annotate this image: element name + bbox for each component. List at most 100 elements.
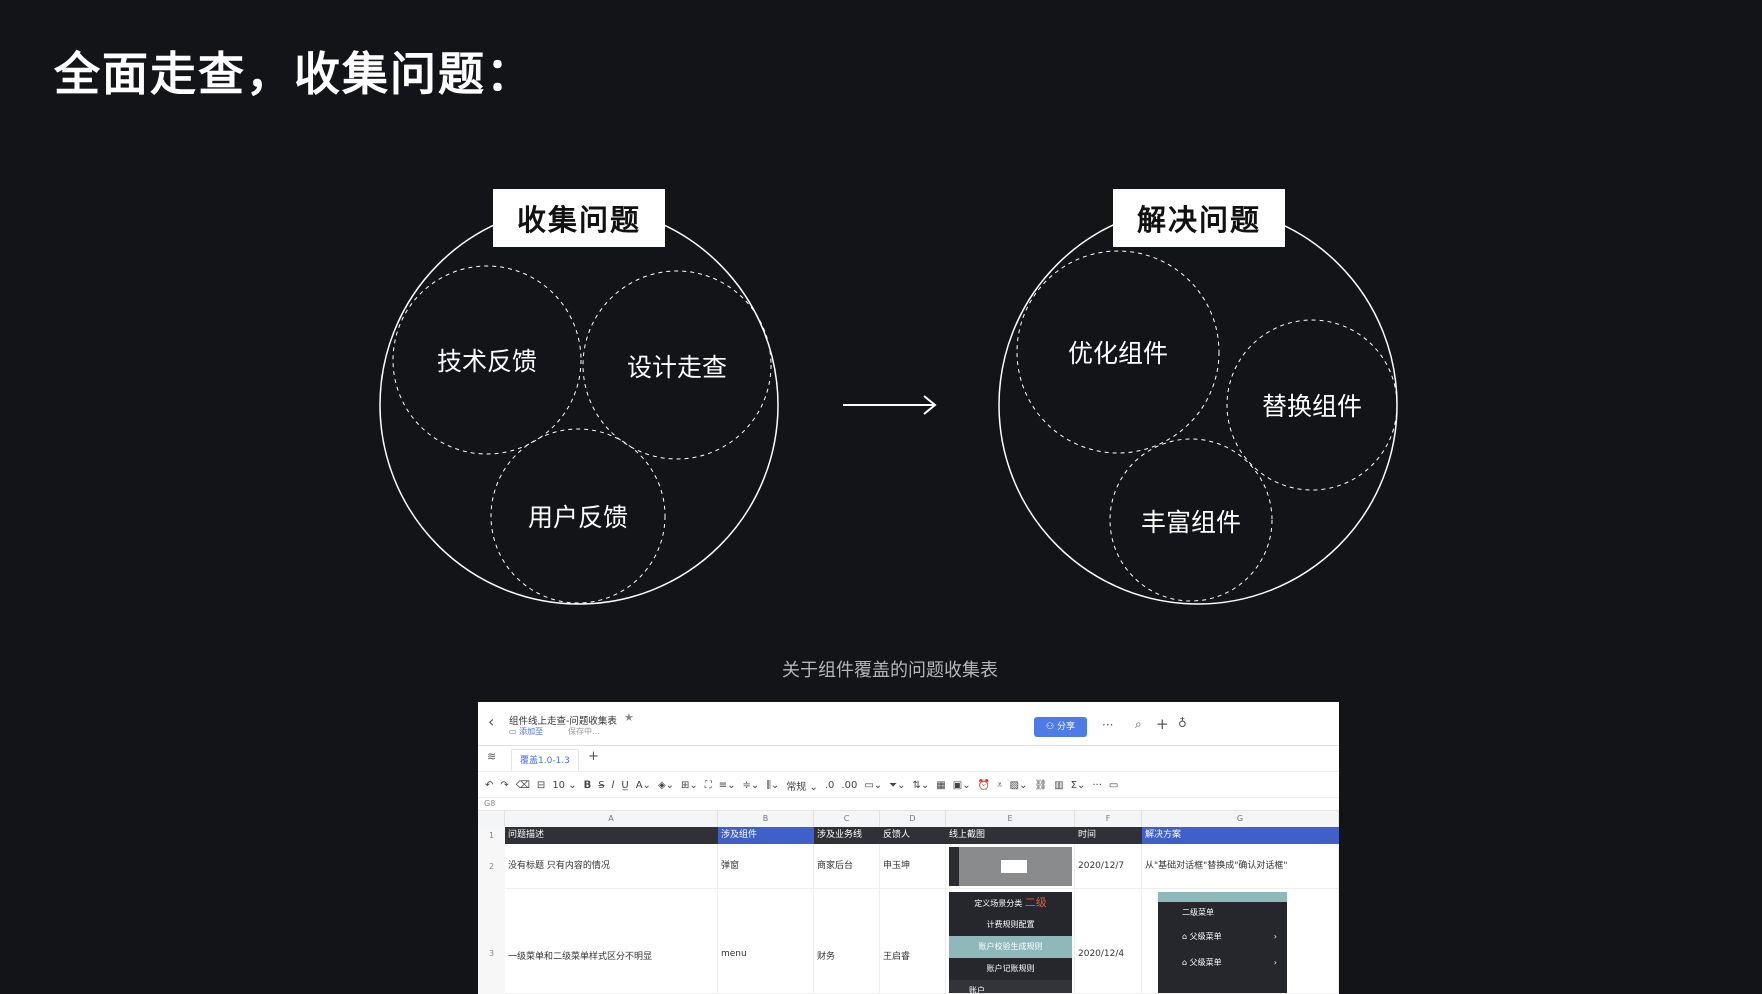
decrease-decimal-icon[interactable]: .0 bbox=[824, 779, 835, 791]
chart-icon[interactable]: ▥ bbox=[1054, 779, 1064, 791]
header-cell[interactable]: 问题描述 bbox=[505, 827, 718, 844]
search-icon[interactable]: ⌕ bbox=[1135, 717, 1142, 731]
increase-decimal-icon[interactable]: .00 bbox=[841, 779, 858, 791]
merge-icon[interactable]: ⛶ bbox=[704, 779, 712, 791]
underline-icon[interactable]: U̲ bbox=[621, 779, 629, 791]
add-to-label: 添加至 bbox=[519, 727, 544, 736]
italic-icon[interactable]: 𝐼 bbox=[611, 779, 615, 791]
tech-feedback-label: 技术反馈 bbox=[436, 347, 538, 376]
spreadsheet-screenshot: ‹ 组件线上走查-问题收集表 ★ ▭ 添加至 保存中... ⚇ 分享 ··· ⌕… bbox=[478, 702, 1339, 994]
sort-icon[interactable]: ⇅⌄ bbox=[912, 779, 930, 791]
shot-text: 账户记账规则 bbox=[986, 964, 1035, 973]
table-cell[interactable]: 2020/12/7 bbox=[1075, 844, 1142, 889]
table-cell[interactable]: 财务 bbox=[814, 889, 880, 994]
more-tools-icon[interactable]: ··· bbox=[1092, 779, 1102, 791]
saving-status: 保存中... bbox=[568, 727, 600, 736]
table-cell[interactable]: 二级菜单 ⌂ 父级菜单› ⌂ 父级菜单› bbox=[1142, 889, 1339, 994]
header-cell[interactable]: 解决方案 bbox=[1142, 827, 1339, 844]
comment-icon[interactable]: ▭ bbox=[1108, 779, 1119, 791]
share-button[interactable]: ⚇ 分享 bbox=[1034, 717, 1087, 737]
shot-row: 定义场景分类 二级 bbox=[949, 892, 1072, 914]
shot-row: ⌂ 父级菜单› bbox=[1158, 924, 1287, 950]
layers-icon[interactable]: ≋ bbox=[487, 750, 497, 763]
table-cell[interactable] bbox=[946, 844, 1075, 889]
toolbar: ↶ ↷ ⌫ ⊟ 10 ⌄ 𝗕 S̶ 𝐼 U̲ A⌄ ◈⌄ ⊞⌄ ⛶ ≡⌄ ≑⌄ … bbox=[485, 773, 1335, 797]
replace-circle bbox=[1226, 319, 1398, 491]
caption: 关于组件覆盖的问题收集表 bbox=[782, 660, 998, 681]
col-a[interactable]: A bbox=[505, 811, 718, 827]
filter-icon[interactable]: ⏷⌄ bbox=[889, 779, 906, 791]
arrow-icon bbox=[843, 395, 937, 415]
plus-icon[interactable]: + bbox=[1156, 715, 1169, 733]
replace-label: 替换组件 bbox=[1261, 392, 1363, 421]
col-c[interactable]: C bbox=[814, 811, 880, 827]
table-cell[interactable]: 王启睿 bbox=[880, 889, 946, 994]
header-cell[interactable]: 涉及组件 bbox=[718, 827, 814, 844]
screenshot-thumbnail bbox=[949, 847, 1072, 886]
select-all-corner[interactable] bbox=[478, 811, 505, 827]
header-cell[interactable]: 反馈人 bbox=[880, 827, 946, 844]
star-icon[interactable]: ★ bbox=[624, 711, 634, 724]
shot-text: 账户校验生成规则 bbox=[949, 936, 1072, 958]
bulb-icon[interactable]: ♁ bbox=[1178, 716, 1187, 730]
font-size-select[interactable]: 10 ⌄ bbox=[552, 779, 577, 791]
add-sheet-icon[interactable]: + bbox=[588, 749, 599, 764]
optimize-label: 优化组件 bbox=[1067, 339, 1169, 368]
conditional-format-icon[interactable]: ▣⌄ bbox=[952, 779, 971, 791]
row-num[interactable]: 3 bbox=[478, 889, 505, 994]
col-d[interactable]: D bbox=[880, 811, 946, 827]
add-to-link[interactable]: ▭ 添加至 bbox=[509, 727, 544, 736]
undo-icon[interactable]: ↶ bbox=[485, 779, 494, 791]
fill-color-icon[interactable]: ◈⌄ bbox=[657, 779, 675, 791]
table-cell[interactable]: 商家后台 bbox=[814, 844, 880, 889]
format-painter-icon[interactable]: ⊟ bbox=[536, 779, 546, 791]
col-f[interactable]: F bbox=[1075, 811, 1142, 827]
freeze-icon[interactable]: ▭⌄ bbox=[864, 779, 883, 791]
design-review-label: 设计走查 bbox=[626, 353, 728, 382]
valign-icon[interactable]: ≑⌄ bbox=[742, 779, 760, 791]
divider bbox=[478, 810, 1339, 811]
table-cell[interactable]: 2020/12/4 bbox=[1075, 889, 1142, 994]
design-review-circle bbox=[582, 270, 772, 460]
col-g[interactable]: G bbox=[1142, 811, 1339, 827]
link-icon[interactable]: ⛓ bbox=[1034, 779, 1048, 791]
header-cell[interactable]: 线上截图 bbox=[946, 827, 1075, 844]
format-select[interactable]: 常规 ⌄ bbox=[786, 778, 818, 793]
optimize-circle bbox=[1016, 250, 1220, 454]
more-icon[interactable]: ··· bbox=[1102, 718, 1114, 732]
shot-text: 父级菜单 bbox=[1189, 958, 1222, 967]
col-e[interactable]: E bbox=[946, 811, 1075, 827]
shot-text: 计费规则配置 bbox=[986, 920, 1035, 929]
wrap-icon[interactable]: ⫼⌄ bbox=[766, 779, 780, 791]
header-cell[interactable]: 涉及业务线 bbox=[814, 827, 880, 844]
enrich-circle bbox=[1109, 438, 1273, 602]
row-num[interactable]: 2 bbox=[478, 844, 505, 889]
eraser-icon[interactable]: ⌫ bbox=[515, 779, 530, 791]
table-cell[interactable]: 弹窗 bbox=[718, 844, 814, 889]
col-b[interactable]: B bbox=[718, 811, 814, 827]
image-icon[interactable]: ▨⌄ bbox=[1009, 779, 1028, 791]
share-label: 分享 bbox=[1056, 722, 1075, 732]
border-icon[interactable]: ⊞⌄ bbox=[681, 779, 698, 791]
row-num[interactable]: 1 bbox=[478, 827, 505, 844]
strikethrough-icon[interactable]: S̶ bbox=[598, 779, 605, 791]
font-color-icon[interactable]: A⌄ bbox=[635, 779, 651, 791]
table-cell[interactable]: 定义场景分类 二级 计费规则配置 账户校验生成规则 账户记账规则 账户 bbox=[946, 889, 1075, 994]
back-icon[interactable]: ‹ bbox=[488, 712, 495, 731]
grid-icon[interactable]: ▦ bbox=[936, 779, 946, 791]
bold-icon[interactable]: 𝗕 bbox=[583, 779, 592, 791]
menu-screenshot: 定义场景分类 二级 计费规则配置 账户校验生成规则 账户记账规则 账户 bbox=[949, 892, 1072, 993]
redo-icon[interactable]: ↷ bbox=[500, 779, 509, 791]
tab-sheet[interactable]: 覆盖1.0-1.3 bbox=[511, 749, 579, 771]
header-cell[interactable]: 时间 bbox=[1075, 827, 1142, 844]
dropdown-list-icon[interactable]: ⩡ bbox=[997, 779, 1003, 791]
table-cell[interactable]: 从"基础对话框"替换成"确认对话框" bbox=[1142, 844, 1339, 889]
table-cell[interactable]: 一级菜单和二级菜单样式区分不明显 bbox=[505, 889, 718, 994]
table-cell[interactable]: 申玉坤 bbox=[880, 844, 946, 889]
align-icon[interactable]: ≡⌄ bbox=[718, 779, 736, 791]
table-cell[interactable]: 没有标题 只有内容的情况 bbox=[505, 844, 718, 889]
table-cell[interactable]: menu bbox=[718, 889, 814, 994]
alarm-icon[interactable]: ⏰ bbox=[977, 779, 991, 791]
sum-icon[interactable]: Σ⌄ bbox=[1070, 779, 1086, 791]
